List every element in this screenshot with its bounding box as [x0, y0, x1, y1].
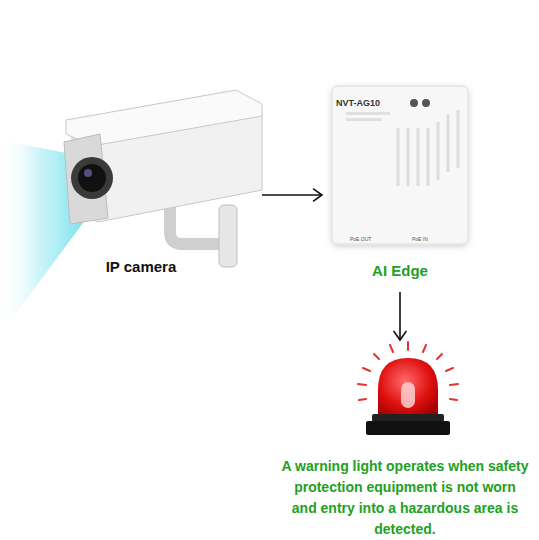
- device-node: IP camera: [20, 95, 262, 280]
- arrow-line: [399, 292, 401, 340]
- device-label: IP camera: [20, 258, 262, 276]
- port-label: PoE IN: [412, 236, 428, 242]
- device-node: NVT-AG10 AI Edge: [322, 84, 478, 288]
- flow-arrow: [394, 292, 407, 340]
- arrow-head: [313, 189, 322, 202]
- arrow-head: [394, 331, 407, 340]
- device-node: A warning light operates when safety pro…: [280, 340, 530, 536]
- warning-dome: [378, 358, 438, 416]
- camera-front: [64, 134, 108, 224]
- vent-slots: [398, 110, 458, 186]
- device-led: [422, 99, 430, 107]
- flow-arrow: [262, 189, 322, 202]
- lens-ring: [71, 157, 113, 199]
- wall-plate: [219, 205, 237, 267]
- lamp-glow: [401, 382, 415, 408]
- light-base: [372, 414, 444, 422]
- edge-device: [332, 86, 468, 244]
- arrow-line: [262, 194, 322, 196]
- lens-glint: [84, 169, 92, 177]
- description-text: A warning light operates when safety pro…: [280, 456, 530, 540]
- device-led: [410, 99, 418, 107]
- sticker-line: [346, 112, 390, 115]
- light-base: [366, 421, 450, 435]
- model-number: NVT-AG10: [336, 98, 406, 109]
- sticker-line: [346, 118, 382, 121]
- port-label: PoE OUT: [350, 236, 371, 242]
- device-label: AI Edge: [322, 262, 478, 280]
- lens: [78, 164, 106, 192]
- camera-arm: [170, 205, 222, 244]
